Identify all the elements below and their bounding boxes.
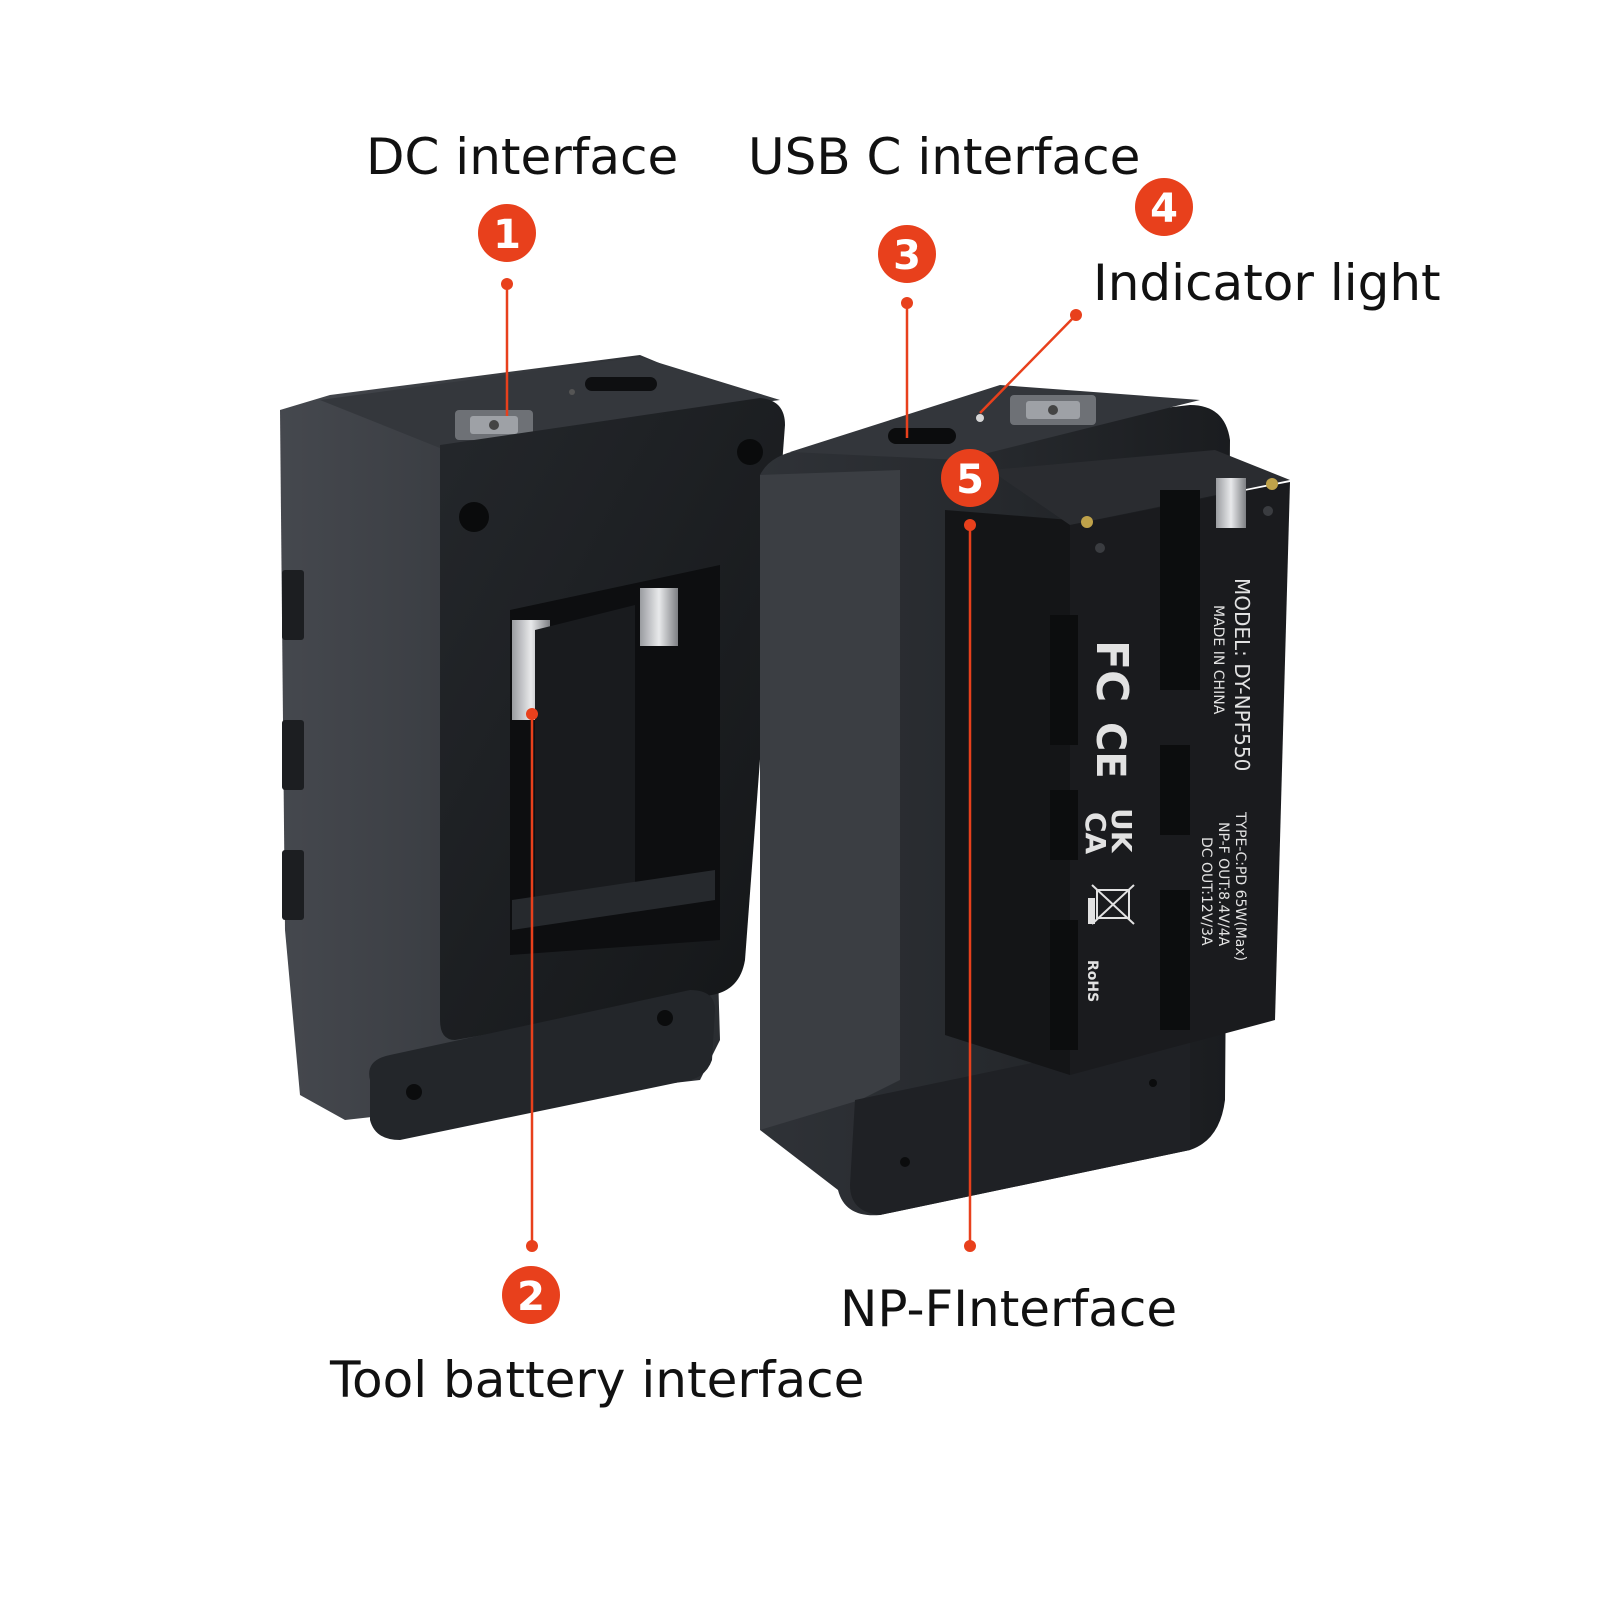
leader-dot-3 [901,297,913,309]
weee-bin-icon [1091,884,1135,925]
svg-text:5: 5 [956,457,984,503]
np-f-battery-top [990,450,1290,525]
svg-text:2: 2 [517,1274,545,1320]
callout-badge-2: 2 [502,1266,560,1324]
left-adapter-unit [280,355,785,1140]
label-spec-2: NP-F OUT:8.4V/4A [1215,822,1231,947]
right-adapter-unit: MODEL: DY-NPF550 MADE IN CHINA TYPE-C:PD… [760,385,1290,1216]
label-model: MODEL: DY-NPF550 [1230,578,1254,771]
np-f-battery-left-face [945,510,1070,1075]
label-origin: MADE IN CHINA [1210,605,1226,715]
leader-dot-1 [501,278,513,290]
label-indicator-light: Indicator light [1093,254,1441,312]
callout-badge-4: 4 [1135,178,1193,236]
leader-dot-5-top [964,519,976,531]
battery-printed-label: MODEL: DY-NPF550 MADE IN CHINA TYPE-C:PD… [1079,578,1254,1002]
svg-text:3: 3 [893,233,921,279]
left-unit-rib [282,570,304,640]
label-tool-battery-interface: Tool battery interface [330,1351,865,1409]
label-usbc-interface: USB C interface [748,128,1141,186]
left-unit-top [320,357,780,448]
indicator-light [976,414,984,422]
np-f-terminal [1050,920,1078,1050]
leader-line-4 [979,314,1077,414]
np-f-terminal [1160,490,1200,690]
callout-badge-3: 3 [878,225,936,283]
callout-leader-lines [505,284,1077,1244]
np-f-terminal [1216,478,1246,528]
np-f-terminal [1050,615,1078,745]
callout-dots [501,278,1082,1252]
left-unit-rib [282,850,304,920]
label-rohs-mark: RoHS [1084,960,1100,1002]
leader-dot-2-bottom [526,1240,538,1252]
left-usbc-port [585,377,657,391]
leader-dot-5-bottom [964,1240,976,1252]
label-fc-mark: FC [1086,640,1137,702]
svg-text:1: 1 [493,212,521,258]
np-f-terminal [1050,790,1078,860]
label-ukca-mark-top: UK [1105,808,1138,854]
right-usbc-port [888,428,956,444]
callout-badges: 1 2 3 4 5 [478,178,1193,1324]
left-unit-rib [282,720,304,790]
label-ce-mark: CE [1087,722,1133,779]
right-unit-foot [850,1030,1190,1215]
label-dc-interface: DC interface [366,128,679,186]
svg-text:4: 4 [1150,186,1178,232]
callout-badge-1: 1 [478,204,536,262]
callout-badge-5: 5 [941,449,999,507]
leader-dot-2-top [526,708,538,720]
np-f-battery: MODEL: DY-NPF550 MADE IN CHINA TYPE-C:PD… [945,450,1290,1075]
label-ukca-mark-bottom: CA [1079,812,1112,855]
label-np-f-interface: NP-FInterface [840,1280,1178,1338]
label-spec-3: DC OUT:12V/3A [1198,837,1214,946]
label-spec-1: TYPE-C:PD 65W(Max) [1232,811,1248,961]
leader-dot-4 [1070,309,1082,321]
left-unit-foot [369,990,715,1140]
